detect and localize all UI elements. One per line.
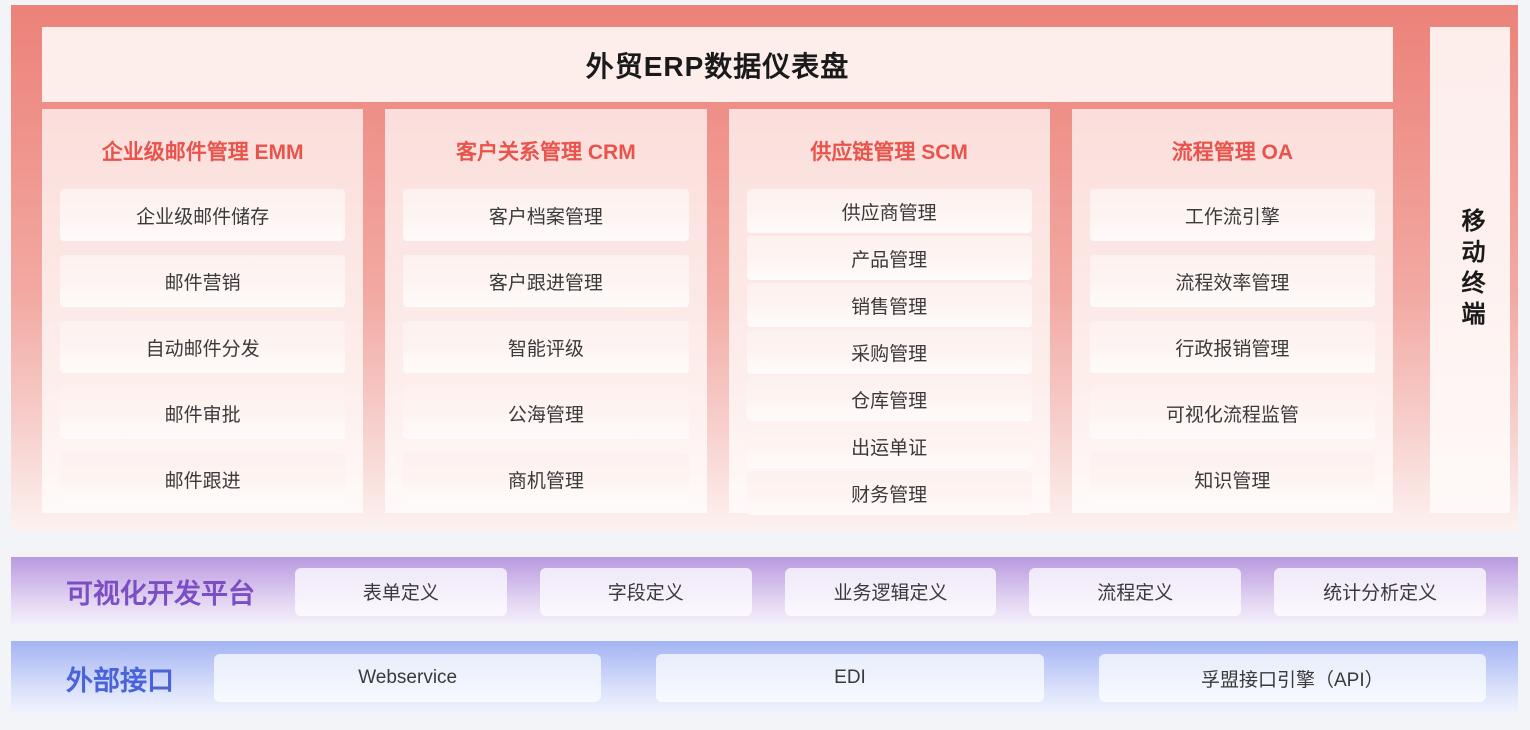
dev-platform-band: 可视化开发平台 表单定义 字段定义 业务逻辑定义 流程定义 统计分析定义 [11, 557, 1518, 626]
module-item[interactable]: 产品管理 [746, 236, 1032, 280]
module-item[interactable]: 仓库管理 [746, 377, 1032, 421]
module-item[interactable]: 行政报销管理 [1089, 321, 1375, 373]
module-header-oa: 流程管理 OA [1171, 141, 1294, 164]
module-item[interactable]: 知识管理 [1089, 453, 1375, 505]
module-item[interactable]: 邮件营销 [60, 255, 346, 307]
dev-platform-chip[interactable]: 统计分析定义 [1274, 567, 1486, 616]
module-item[interactable]: 供应商管理 [746, 189, 1032, 233]
external-interface-band: 外部接口 Webservice EDI 孚盟接口引擎（API） [11, 641, 1518, 715]
module-header-scm: 供应链管理 SCM [810, 141, 968, 164]
module-header-crm: 客户关系管理 CRM [456, 141, 636, 164]
module-item[interactable]: 采购管理 [746, 330, 1032, 374]
module-item[interactable]: 邮件跟进 [60, 453, 346, 505]
module-column-crm: 客户关系管理 CRM 客户档案管理 客户跟进管理 智能评级 公海管理 商机管理 [385, 109, 707, 513]
module-item[interactable]: 出运单证 [746, 424, 1032, 468]
external-interface-chip[interactable]: EDI [656, 654, 1044, 702]
dev-platform-chip[interactable]: 业务逻辑定义 [784, 567, 997, 616]
dev-platform-chip-list: 表单定义 字段定义 业务逻辑定义 流程定义 统计分析定义 [295, 567, 1486, 616]
module-columns: 企业级邮件管理 EMM 企业级邮件储存 邮件营销 自动邮件分发 邮件审批 邮件跟… [42, 109, 1393, 515]
module-item[interactable]: 自动邮件分发 [60, 321, 346, 373]
external-interface-label: 外部接口 [66, 665, 174, 696]
module-column-oa: 流程管理 OA 工作流引擎 流程效率管理 行政报销管理 可视化流程监管 知识管理 [1071, 109, 1393, 513]
module-item[interactable]: 客户档案管理 [403, 189, 689, 241]
module-item[interactable]: 财务管理 [746, 471, 1032, 515]
module-item-list-oa: 工作流引擎 流程效率管理 行政报销管理 可视化流程监管 知识管理 [1089, 189, 1375, 513]
module-item[interactable]: 企业级邮件储存 [60, 189, 346, 241]
module-item[interactable]: 销售管理 [746, 283, 1032, 327]
module-header-emm: 企业级邮件管理 EMM [101, 141, 304, 164]
erp-architecture-panel: 外贸ERP数据仪表盘 企业级邮件管理 EMM 企业级邮件储存 邮件营销 自动邮件… [11, 5, 1518, 531]
dev-platform-label: 可视化开发平台 [66, 579, 255, 609]
dashboard-title-bar: 外贸ERP数据仪表盘 [42, 27, 1393, 102]
module-item[interactable]: 商机管理 [403, 453, 689, 505]
module-item[interactable]: 工作流引擎 [1089, 189, 1375, 241]
module-item[interactable]: 流程效率管理 [1089, 255, 1375, 307]
page-title: 外贸ERP数据仪表盘 [585, 50, 850, 82]
module-item[interactable]: 公海管理 [403, 387, 689, 439]
external-interface-chip[interactable]: Webservice [214, 654, 602, 702]
module-item[interactable]: 邮件审批 [60, 387, 346, 439]
module-item-list-crm: 客户档案管理 客户跟进管理 智能评级 公海管理 商机管理 [403, 189, 689, 513]
dev-platform-chip[interactable]: 流程定义 [1029, 567, 1242, 616]
dev-platform-chip[interactable]: 字段定义 [539, 567, 752, 616]
external-interface-chip-list: Webservice EDI 孚盟接口引擎（API） [214, 654, 1486, 702]
mobile-terminal-label: 移动终端 [1457, 208, 1484, 332]
module-column-emm: 企业级邮件管理 EMM 企业级邮件储存 邮件营销 自动邮件分发 邮件审批 邮件跟… [42, 109, 364, 513]
module-item[interactable]: 客户跟进管理 [403, 255, 689, 307]
module-column-scm: 供应链管理 SCM 供应商管理 产品管理 销售管理 采购管理 仓库管理 出运单证… [728, 109, 1050, 515]
dev-platform-chip[interactable]: 表单定义 [295, 567, 507, 616]
module-item[interactable]: 可视化流程监管 [1089, 387, 1375, 439]
mobile-terminal-panel: 移动终端 [1430, 27, 1510, 513]
module-item-list-emm: 企业级邮件储存 邮件营销 自动邮件分发 邮件审批 邮件跟进 [60, 189, 346, 513]
module-item-list-scm: 供应商管理 产品管理 销售管理 采购管理 仓库管理 出运单证 财务管理 [746, 189, 1032, 515]
module-item[interactable]: 智能评级 [403, 321, 689, 373]
external-interface-chip[interactable]: 孚盟接口引擎（API） [1098, 654, 1486, 702]
